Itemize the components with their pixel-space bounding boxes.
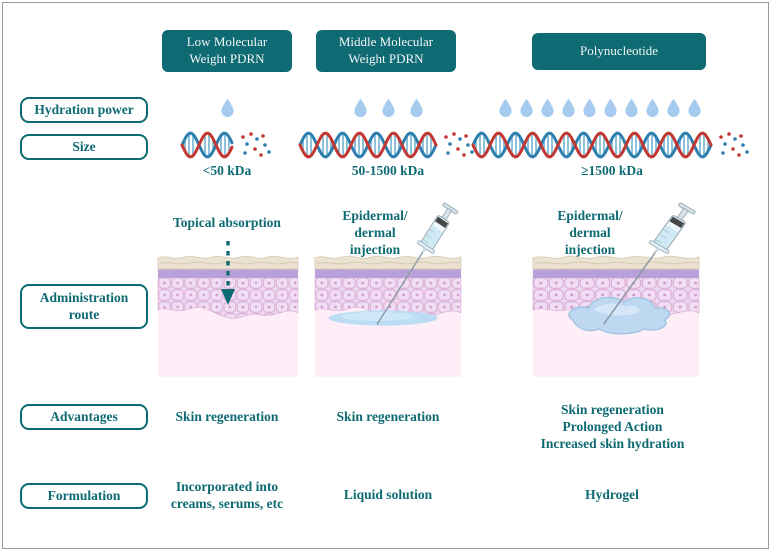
dashed-absorption-arrow	[221, 241, 235, 305]
advantages-low: Skin regeneration	[175, 409, 279, 424]
size-value-middle: 50-1500 kDa	[351, 163, 425, 178]
hydrogel-blob	[568, 296, 671, 335]
row-label-advantages: Advantages	[20, 404, 148, 430]
advantages-middle: Skin regeneration	[336, 409, 440, 424]
water-drop-icon	[561, 98, 575, 118]
column-header-low-pdrn: Low Molecular Weight PDRN	[162, 30, 292, 72]
water-drop-icon	[645, 98, 659, 118]
row-label-hydration-power: Hydration power	[20, 97, 148, 123]
dna-helix-low	[157, 126, 297, 164]
dna-helix-icon	[298, 131, 474, 159]
administration-text-polynucleotide: Epidermal/ dermal injection	[557, 208, 623, 257]
administration-text-low: Topical absorption	[173, 215, 281, 230]
administration-text-middle: Epidermal/ dermal injection	[342, 208, 408, 257]
water-drop-icon	[687, 98, 701, 118]
syringe-icon	[376, 202, 458, 325]
basal-layer	[533, 267, 699, 278]
water-drop-icon	[540, 98, 554, 118]
water-drop-icon	[519, 98, 533, 118]
formulation-middle: Liquid solution	[343, 487, 433, 502]
skin-diagram-injection-liquid	[314, 202, 462, 377]
water-drop-icon	[666, 98, 680, 118]
dna-helix-polynucleotide	[471, 126, 749, 164]
dna-helix-middle	[298, 126, 476, 164]
water-drop-icon	[624, 98, 638, 118]
row-label-formulation: Formulation	[20, 483, 148, 509]
formulation-low: Incorporated into creams, serums, etc	[170, 479, 284, 511]
water-drop-icon	[353, 98, 367, 118]
column-header-polynucleotide: Polynucleotide	[532, 33, 706, 70]
row-label-administration-route: Administration route	[20, 284, 148, 329]
water-drop-icon	[220, 98, 234, 118]
water-drop-icon	[381, 98, 395, 118]
hydration-drops-low	[157, 96, 297, 119]
basal-layer	[315, 267, 461, 278]
water-drop-icon	[498, 98, 512, 118]
size-value-low: <50 kDa	[202, 163, 252, 178]
hydration-drops-polynucleotide	[492, 96, 707, 119]
syringe-icon	[602, 202, 696, 325]
water-drop-icon	[409, 98, 423, 118]
dna-helix-icon	[471, 131, 749, 159]
water-drop-icon	[603, 98, 617, 118]
dna-helix-icon	[180, 131, 271, 159]
formulation-polynucleotide: Hydrogel	[585, 487, 639, 502]
skin-diagram-injection-hydrogel	[532, 202, 700, 377]
size-value-polynucleotide: ≥1500 kDa	[581, 163, 643, 178]
water-drop-icon	[582, 98, 596, 118]
column-header-middle-pdrn: Middle Molecular Weight PDRN	[316, 30, 456, 72]
skin-diagram-topical	[157, 205, 299, 377]
hydration-drops-middle	[316, 96, 460, 119]
advantages-polynucleotide: Skin regeneration Prolonged Action Incre…	[540, 402, 685, 451]
row-label-size: Size	[20, 134, 148, 160]
